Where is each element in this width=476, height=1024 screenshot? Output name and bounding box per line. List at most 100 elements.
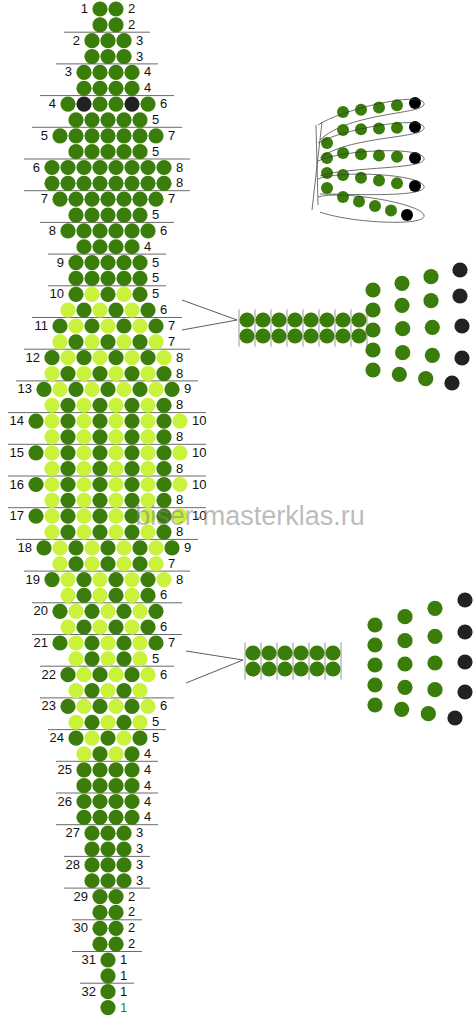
bead xyxy=(100,873,115,888)
bead xyxy=(52,382,67,397)
bead xyxy=(100,207,115,222)
bead xyxy=(92,398,107,413)
bead xyxy=(116,287,131,302)
bead xyxy=(124,445,139,460)
bead xyxy=(76,588,91,603)
bead xyxy=(245,661,260,676)
bead xyxy=(418,371,433,386)
bead xyxy=(92,303,107,318)
bead xyxy=(148,556,163,571)
bead-count: 5 xyxy=(152,286,159,302)
guide-line xyxy=(277,642,278,679)
bead xyxy=(84,271,99,286)
bead xyxy=(385,205,397,217)
bead xyxy=(116,144,131,159)
guide-line xyxy=(255,309,256,346)
bead xyxy=(100,715,115,730)
bead xyxy=(108,889,123,904)
bead xyxy=(148,635,163,650)
bead xyxy=(84,382,99,397)
bead xyxy=(116,683,131,698)
bead xyxy=(140,667,155,682)
bead xyxy=(68,715,83,730)
bead xyxy=(132,112,147,127)
bead xyxy=(76,810,91,825)
row-number: 4 xyxy=(49,96,56,112)
bead xyxy=(325,645,340,660)
guide-line xyxy=(72,951,142,952)
bead xyxy=(92,1,107,16)
bead xyxy=(156,477,171,492)
guide-line xyxy=(293,642,294,679)
row-number: 19 xyxy=(26,572,40,588)
bead xyxy=(44,176,59,191)
bead-count: 2 xyxy=(128,936,135,952)
bead-count: 10 xyxy=(192,413,206,429)
bead xyxy=(457,592,472,607)
bead xyxy=(337,124,349,136)
bead xyxy=(132,144,147,159)
bead xyxy=(76,699,91,714)
bead xyxy=(76,524,91,539)
bead xyxy=(52,556,67,571)
bead xyxy=(44,350,59,365)
bead xyxy=(452,262,467,277)
bead xyxy=(84,49,99,64)
bead xyxy=(100,604,115,619)
bead xyxy=(261,661,276,676)
bead xyxy=(140,445,155,460)
bead xyxy=(68,318,83,333)
bead xyxy=(76,572,91,587)
bead xyxy=(100,968,115,983)
bead xyxy=(140,572,155,587)
bead xyxy=(92,239,107,254)
bead xyxy=(68,112,83,127)
bead xyxy=(255,328,270,343)
bead xyxy=(427,601,442,616)
bead xyxy=(108,239,123,254)
bead xyxy=(100,128,115,143)
bead xyxy=(132,635,147,650)
bead-count: 2 xyxy=(128,920,135,936)
bead xyxy=(100,287,115,302)
bead xyxy=(124,746,139,761)
bead xyxy=(76,65,91,80)
bead xyxy=(60,620,75,635)
bead xyxy=(108,572,123,587)
bead xyxy=(335,328,350,343)
bead xyxy=(164,540,179,555)
bead xyxy=(76,762,91,777)
bead-count: 6 xyxy=(160,302,167,318)
bead xyxy=(108,17,123,32)
bead xyxy=(355,172,367,184)
bead-count: 4 xyxy=(144,762,151,778)
bead xyxy=(124,239,139,254)
bead-count: 4 xyxy=(144,239,151,255)
bead xyxy=(124,572,139,587)
row-number: 8 xyxy=(49,223,56,239)
guide-line xyxy=(56,793,158,794)
bead xyxy=(36,540,51,555)
row-number: 27 xyxy=(66,825,80,841)
bead-count: 4 xyxy=(144,746,151,762)
bead xyxy=(457,624,472,639)
row-number: 13 xyxy=(18,381,32,397)
bead xyxy=(140,588,155,603)
bead xyxy=(60,493,75,508)
bead xyxy=(60,667,75,682)
bead-count: 2 xyxy=(128,904,135,920)
bead xyxy=(84,287,99,302)
bead xyxy=(124,699,139,714)
bead xyxy=(92,620,107,635)
bead xyxy=(68,382,83,397)
bead xyxy=(355,148,367,160)
bead xyxy=(68,651,83,666)
bead-count: 6 xyxy=(160,619,167,635)
bead xyxy=(44,572,59,587)
guide-line xyxy=(16,539,198,540)
bead xyxy=(124,97,139,112)
bead xyxy=(277,661,292,676)
bead xyxy=(140,414,155,429)
bead xyxy=(277,645,292,660)
bead-count: 7 xyxy=(168,635,175,651)
